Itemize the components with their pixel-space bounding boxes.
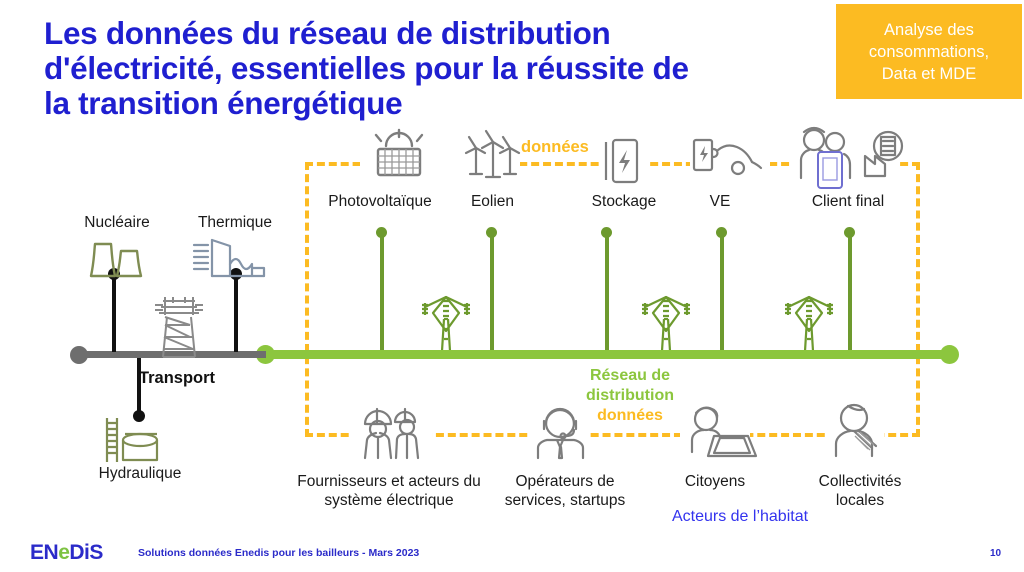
local-official-icon [826,400,888,458]
data-flow-label-top: données [521,138,589,156]
distribution-pylon-icon-2 [633,289,699,353]
connector-cap-client-final [844,227,855,238]
thermal-plant-icon [190,238,268,280]
node-label-client-final: Client final [811,193,885,210]
node-label-ve: VE [709,193,731,210]
solar-panel-icon [368,128,430,182]
frame-gap-client [790,152,900,178]
distribution-network-bar [262,350,950,359]
node-label-eolien: Eolien [470,193,515,210]
transmission-tower-icon [143,293,215,359]
node-label-operateurs: Opérateurs de services, startups [504,473,626,509]
connector-stem-stockage [605,232,609,352]
transport-label: Transport [138,369,216,387]
page-title-line-2: d'électricité, essentielles pour la réus… [44,50,689,86]
node-label-hydraulique: Hydraulique [98,465,182,482]
cooling-tower-icon [85,240,147,278]
habitat-actors-label: Acteurs de l’habitat [671,508,809,525]
enedis-logo: ENeDiS [30,541,103,565]
node-label-thermique: Thermique [197,214,273,231]
frame-gap-workers [352,423,432,449]
node-label-collectivites: Collectivités locales [818,473,902,509]
citizen-laptop-icon [682,400,758,460]
network-label: Réseau de distribution données [555,366,705,426]
network-label-data: données [597,407,663,424]
field-workers-icon [355,404,427,460]
enedis-logo-accent: e [58,541,70,564]
connector-stem-ve [720,232,724,352]
ev-charger-icon [690,136,772,184]
enedis-logo-prefix: EN [30,541,59,564]
network-label-line-2: distribution [586,387,674,404]
connector-cap-photovoltaique [376,227,387,238]
connector-cap-hydraulique [133,410,145,422]
page-title: Les données du réseau de distribution d'… [44,16,834,121]
topic-badge: Analyse des consommations, Data et MDE [836,4,1022,99]
transport-network-bar [78,351,266,358]
node-label-stockage: Stockage [591,193,657,210]
connector-cap-eolien [486,227,497,238]
page-title-line-1: Les données du réseau de distribution [44,15,611,51]
page-number: 10 [990,548,1002,559]
battery-storage-icon [598,134,642,186]
topic-badge-line-1: Analyse des [884,20,974,39]
connector-stem-eolien [490,232,494,352]
distribution-pylon-icon-1 [413,289,479,353]
connector-cap-ve [716,227,727,238]
node-label-photovoltaique: Photovoltaïque [328,193,432,210]
node-label-citoyens: Citoyens [684,473,746,490]
connector-stem-client-final [848,232,852,352]
connector-stem-hydraulique [137,358,141,416]
hydro-dam-icon [95,416,171,464]
headset-operator-icon [530,404,592,460]
distribution-bar-end-dot [940,345,959,364]
connector-cap-stockage [601,227,612,238]
end-customer-icon [793,124,904,189]
enedis-logo-suffix: DiS [69,541,103,564]
network-label-line-1: Réseau de [589,367,671,384]
distribution-pylon-icon-3 [776,289,842,353]
connector-stem-thermique [234,272,238,352]
node-label-fournisseurs: Fournisseurs et acteurs du système élect… [297,473,481,509]
connector-stem-nucleaire [112,272,116,352]
page-title-line-3: la transition énergétique [44,85,403,121]
wind-turbine-icon [462,129,524,182]
topic-badge-line-3: Data et MDE [881,64,977,83]
node-label-nucleaire: Nucléaire [84,214,150,231]
transport-bar-start-dot [70,346,88,364]
topic-badge-line-2: consommations, [868,42,990,61]
footer-caption: Solutions données Enedis pour les baille… [138,547,420,559]
connector-stem-photovoltaique [380,232,384,352]
